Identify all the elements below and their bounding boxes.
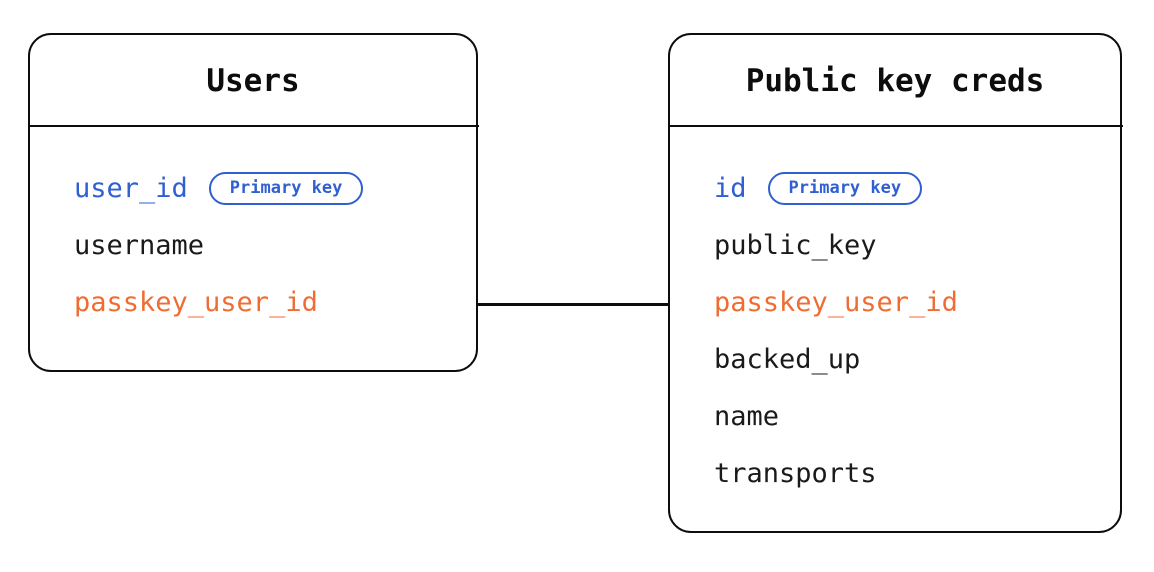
- entity-public-key-creds-title: Public key creds: [745, 62, 1045, 99]
- entity-users-title: Users: [206, 62, 300, 99]
- field-name-user-id: user_id: [74, 173, 188, 204]
- field-row[interactable]: id Primary key: [714, 160, 1120, 217]
- entity-public-key-creds-field-list: id Primary key public_key passkey_user_i…: [670, 127, 1120, 502]
- field-row[interactable]: user_id Primary key: [74, 160, 476, 217]
- field-row[interactable]: transports: [714, 445, 1120, 502]
- field-name-backed-up: backed_up: [714, 344, 861, 375]
- field-row[interactable]: passkey_user_id: [714, 274, 1120, 331]
- field-name-public-key: public_key: [714, 230, 877, 261]
- entity-public-key-creds-header-divider: [667, 124, 1123, 127]
- relationship-connector-line: [478, 303, 670, 306]
- field-name-transports: transports: [714, 458, 877, 489]
- primary-key-badge: Primary key: [208, 172, 364, 205]
- field-row[interactable]: passkey_user_id: [74, 274, 476, 331]
- primary-key-badge: Primary key: [767, 172, 923, 205]
- entity-public-key-creds-header: Public key creds: [667, 35, 1123, 127]
- field-row[interactable]: backed_up: [714, 331, 1120, 388]
- entity-users[interactable]: Users user_id Primary key username passk…: [27, 33, 479, 372]
- field-name-passkey-user-id: passkey_user_id: [714, 287, 958, 318]
- field-name-id: id: [714, 173, 747, 204]
- entity-public-key-creds[interactable]: Public key creds id Primary key public_k…: [667, 33, 1123, 533]
- field-row[interactable]: name: [714, 388, 1120, 445]
- field-name-name: name: [714, 401, 780, 432]
- entity-users-field-list: user_id Primary key username passkey_use…: [30, 127, 476, 331]
- entity-users-header: Users: [27, 35, 479, 127]
- entity-users-header-divider: [27, 124, 479, 127]
- field-row[interactable]: public_key: [714, 217, 1120, 274]
- field-row[interactable]: username: [74, 217, 476, 274]
- field-name-username: username: [74, 230, 205, 261]
- field-name-passkey-user-id: passkey_user_id: [74, 287, 318, 318]
